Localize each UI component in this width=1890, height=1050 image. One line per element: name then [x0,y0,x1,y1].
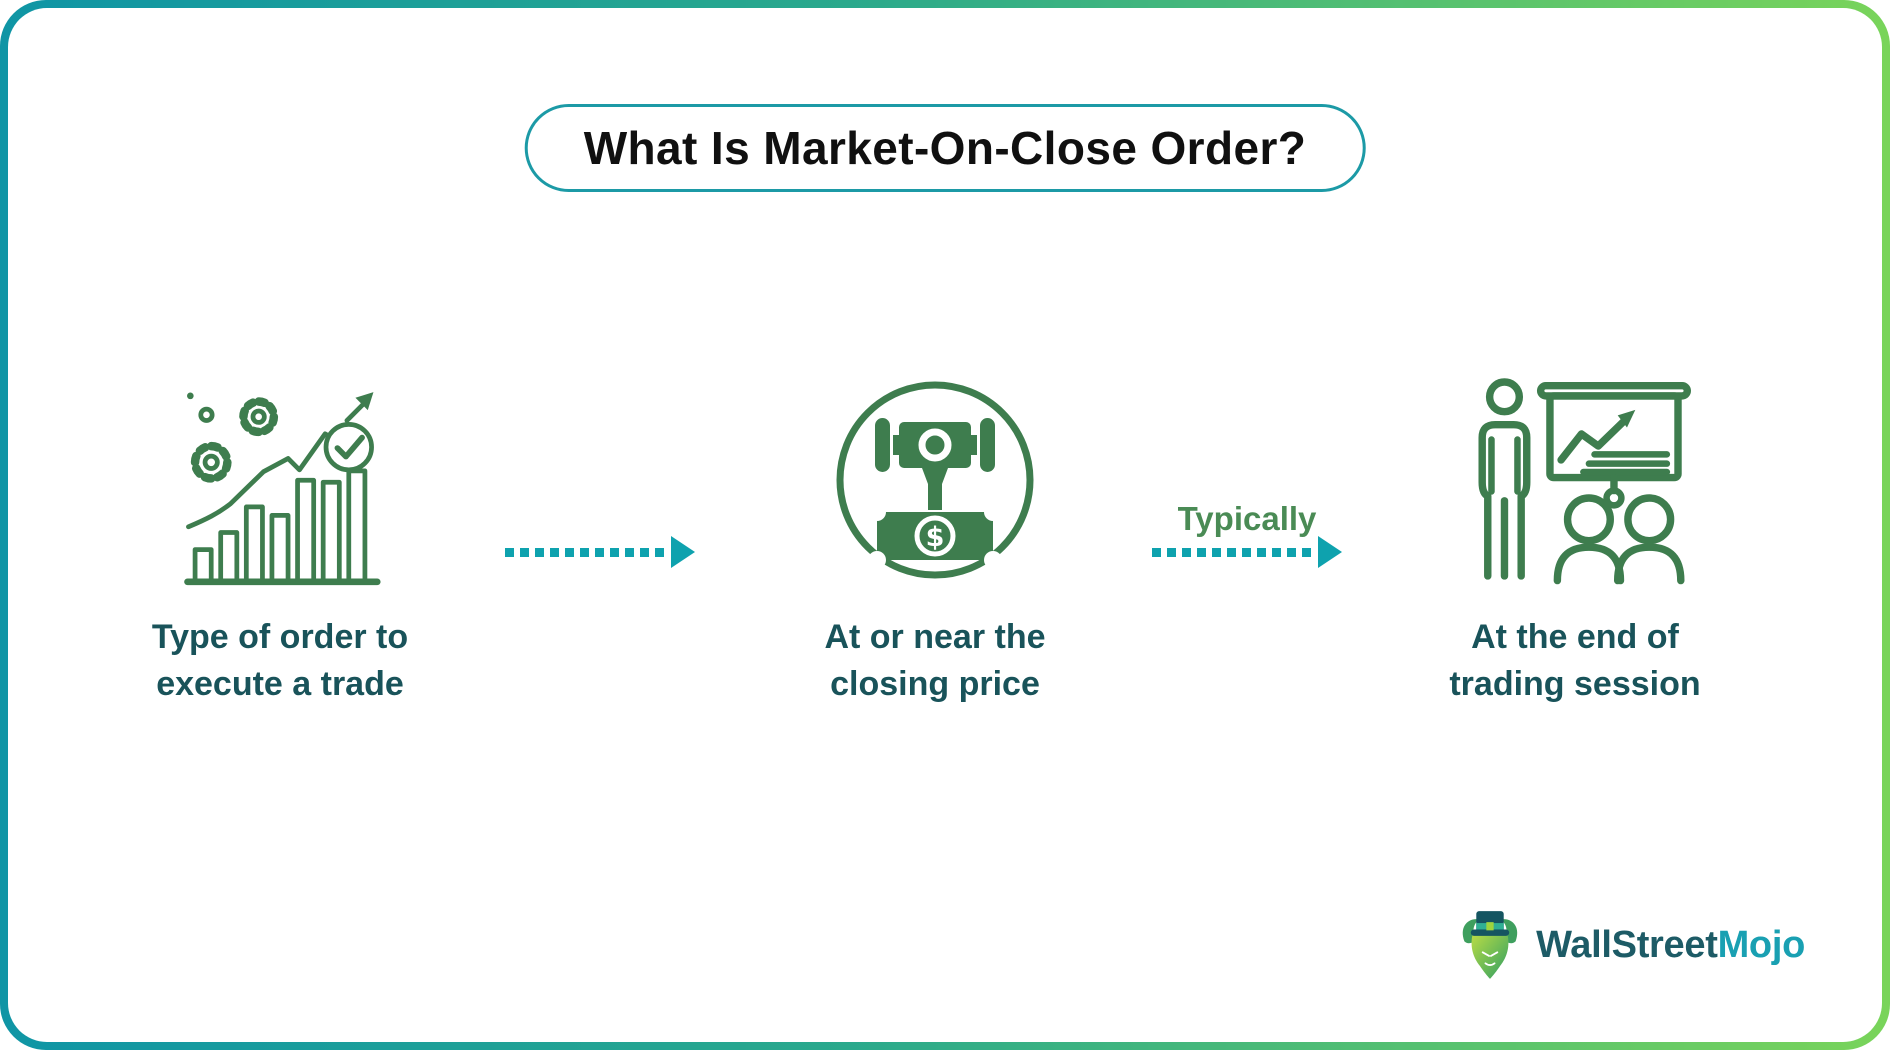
step-caption: At or near the closing price [824,618,1046,703]
logo-text-wallstreet: WallStreet [1536,923,1718,966]
arrow-head-icon [1318,536,1342,568]
presentation-session-svg [1478,378,1691,585]
step-caption: Type of order to execute a trade [151,618,409,703]
connector-label-typically: Typically [1177,500,1317,537]
gavel-money-icon: $ [833,378,1037,594]
svg-text:$: $ [926,522,945,553]
dashed-line [505,547,669,557]
presentation-session-icon [1459,378,1691,594]
title-pill: What Is Market-On-Close Order? [524,104,1366,192]
arrow-connector-2: Typically [1152,500,1342,570]
step-trading-session: At the end of trading session [1375,378,1775,708]
wallstreetmojo-bull-icon [1462,911,1518,979]
step-type-of-order: Type of order to execute a trade [80,378,480,708]
logo-text-mojo: Mojo [1717,923,1806,966]
dashed-line [1152,547,1316,557]
logo-wordmark: WallStreetMojo [1536,924,1805,967]
wallstreetmojo-logo: WallStreetMojo [1458,906,1805,984]
step-closing-price: $ At or near the closing price [735,378,1135,708]
arrow-head-icon [671,536,695,568]
trade-growth-chart-svg [184,392,381,586]
step-caption: At the end of trading session [1449,618,1701,703]
arrow-connector-1 [505,534,695,570]
gavel-money-svg: $ [836,381,1034,579]
page-title: What Is Market-On-Close Order? [583,122,1307,174]
trade-growth-chart-icon [178,378,382,594]
